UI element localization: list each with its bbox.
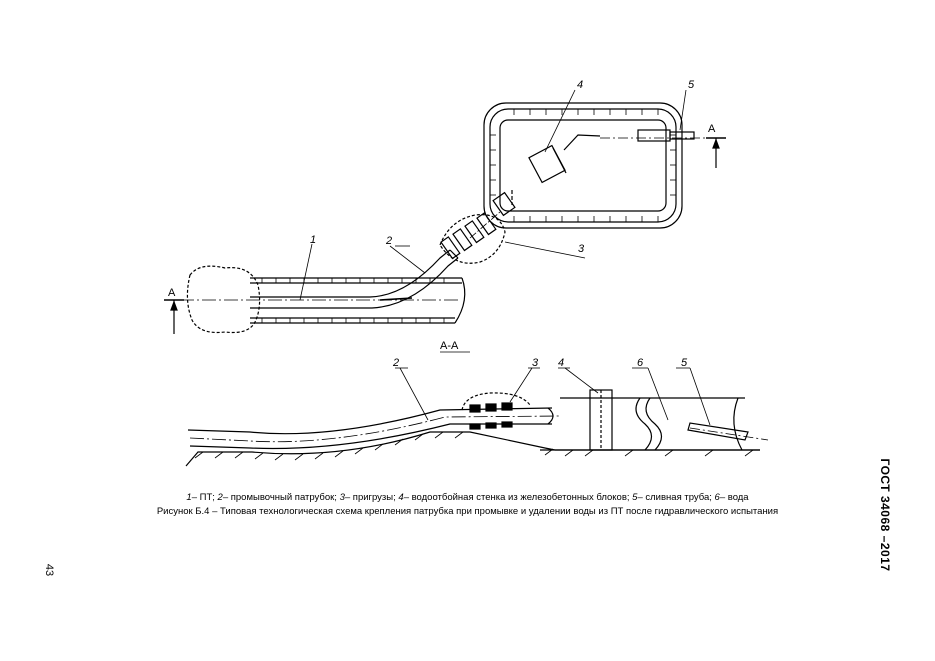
drain-pipe-plan — [637, 129, 695, 142]
section-mark-label-left: А — [168, 287, 176, 299]
figure-legend: 1– ПТ; 2– промывочный патрубок; 3– пригр… — [186, 492, 749, 503]
label-5: 5 — [688, 79, 695, 91]
leaders-section — [395, 367, 711, 426]
page-number-text: 43 — [43, 563, 55, 577]
soil-mound — [186, 265, 261, 334]
section-label-4: 4 — [558, 357, 564, 369]
standard-text: ГОСТ 34068 –2017 — [878, 458, 892, 572]
section-label-2: 2 — [392, 357, 399, 369]
label-3: 3 — [578, 243, 585, 255]
section-view — [185, 389, 769, 467]
section-label-5: 5 — [681, 357, 688, 369]
label-2: 2 — [385, 235, 392, 247]
page-number: 43 — [40, 555, 58, 585]
wall-block-plan — [528, 134, 601, 184]
section-mark-label-right: А — [708, 123, 716, 135]
water-pit-plan — [483, 102, 720, 229]
leaders-plan — [299, 89, 687, 301]
label-1: 1 — [310, 234, 316, 246]
figure-title: Рисунок Б.4 – Типовая технологическая сх… — [156, 506, 779, 517]
section-mark-left — [164, 299, 184, 334]
standard-designation: ГОСТ 34068 –2017 — [876, 455, 894, 575]
flushing-nozzle-plan — [250, 249, 459, 309]
section-mark-right — [706, 137, 726, 168]
label-4: 4 — [577, 79, 583, 91]
pipe-plan — [180, 277, 466, 324]
section-label-3: 3 — [532, 357, 539, 369]
section-label-6: 6 — [637, 357, 644, 369]
section-title: А-А — [440, 340, 459, 352]
